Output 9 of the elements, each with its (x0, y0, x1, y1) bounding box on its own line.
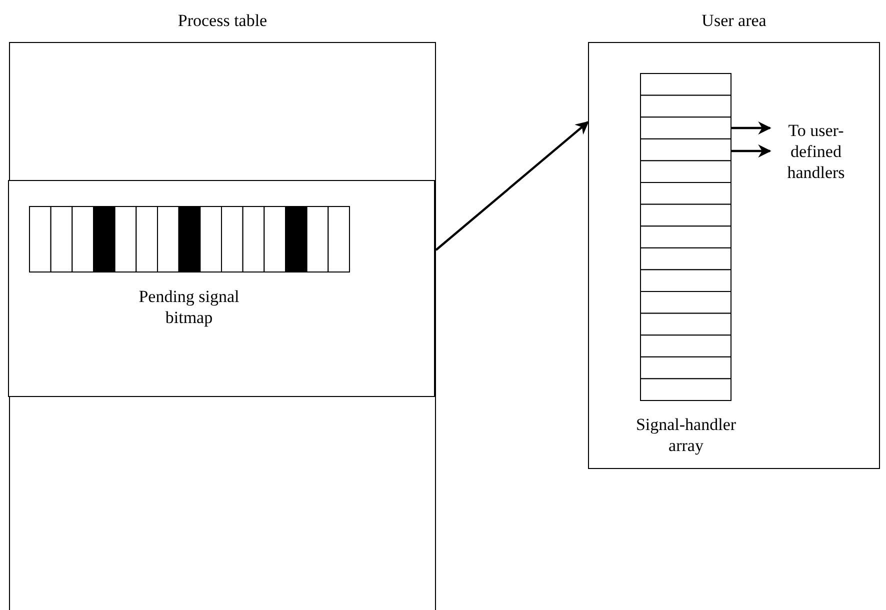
arrow (731, 121, 772, 135)
box-heading: Process table (176, 10, 268, 31)
box-heading: User area (700, 10, 768, 31)
arrow (435, 121, 589, 251)
bitmap-caption: Pending signal bitmap (138, 286, 240, 328)
array-caption: Signal-handler array (634, 414, 738, 456)
arrow (731, 144, 772, 158)
table-entry-band (8, 180, 435, 397)
note-text: To user-defined handlers (766, 120, 866, 186)
